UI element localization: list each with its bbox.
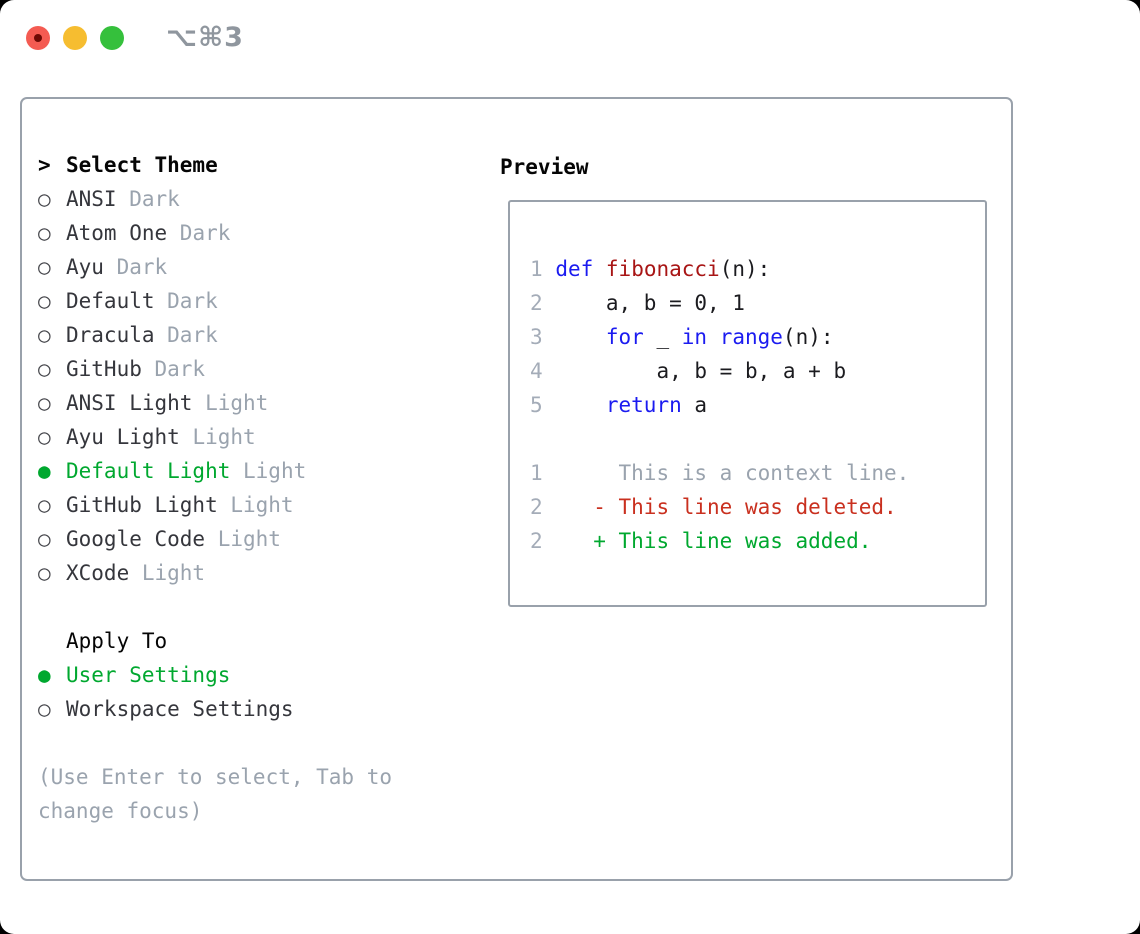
- radio-icon: ○: [38, 425, 51, 449]
- preview-title: Preview: [500, 155, 589, 179]
- code-line: 1 def fibonacci(n):: [530, 257, 771, 281]
- radio-icon: ○: [38, 697, 51, 721]
- theme-variant-tag: Dark: [154, 323, 218, 347]
- code-line: [530, 422, 909, 456]
- theme-variant-tag: Light: [179, 425, 256, 449]
- select-theme-header: > Select Theme: [38, 148, 462, 182]
- hint-text: (Use Enter to select, Tab to change focu…: [38, 765, 393, 823]
- radio-icon: ○: [38, 527, 51, 551]
- option-label: GitHub Light: [66, 493, 218, 517]
- titlebar: ⌥⌘3: [0, 0, 1140, 76]
- theme-option[interactable]: ○ XCode Light: [38, 556, 462, 590]
- theme-option[interactable]: ○ GitHub Dark: [38, 352, 462, 386]
- radio-icon: ○: [38, 357, 51, 381]
- theme-option[interactable]: ● Default Light Light: [38, 454, 462, 488]
- radio-icon: ○: [38, 323, 51, 347]
- apply-to-options: ● User Settings ○ Workspace Settings: [38, 658, 462, 726]
- option-label: GitHub: [66, 357, 142, 381]
- preview-box: 1 def fibonacci(n): 2 a, b = 0, 1 3 for _ …: [508, 200, 987, 607]
- prompt-icon: >: [38, 153, 51, 177]
- code-preview: 1 def fibonacci(n): 2 a, b = 0, 1 3 for _ …: [530, 252, 909, 558]
- option-label: Workspace Settings: [66, 697, 294, 721]
- theme-option[interactable]: ○ Ayu Dark: [38, 250, 462, 284]
- minimize-button[interactable]: [63, 26, 87, 50]
- radio-icon: ○: [38, 561, 51, 585]
- option-label: XCode: [66, 561, 130, 585]
- radio-selected-icon: ●: [38, 459, 51, 483]
- theme-option[interactable]: ○ Google Code Light: [38, 522, 462, 556]
- theme-variant-tag: Dark: [167, 221, 231, 245]
- theme-variant-tag: Dark: [103, 255, 168, 279]
- apply-to-header: Apply To: [38, 624, 462, 658]
- option-label: Ayu: [66, 255, 104, 279]
- radio-icon: ○: [38, 493, 51, 517]
- radio-selected-icon: ●: [38, 663, 51, 687]
- code-line: 2 - This line was deleted.: [530, 495, 897, 519]
- theme-option[interactable]: ○ ANSI Light Light: [38, 386, 462, 420]
- option-label: Google Code: [66, 527, 206, 551]
- option-label: Default Light: [66, 459, 231, 483]
- window-title: ⌥⌘3: [166, 22, 244, 53]
- theme-variant-tag: Dark: [116, 187, 180, 211]
- radio-icon: ○: [38, 187, 51, 211]
- option-label: ANSI: [66, 187, 117, 211]
- radio-icon: ○: [38, 221, 51, 245]
- option-label: ANSI Light: [66, 391, 193, 415]
- radio-icon: ○: [38, 391, 51, 415]
- code-line: 4 a, b = b, a + b: [530, 359, 847, 383]
- option-label: Dracula: [66, 323, 155, 347]
- option-label: User Settings: [66, 663, 231, 687]
- code-line: 3 for _ in range(n):: [530, 325, 834, 349]
- radio-icon: ○: [38, 255, 51, 279]
- close-button[interactable]: [26, 26, 50, 50]
- apply-to-option[interactable]: ○ Workspace Settings: [38, 692, 462, 726]
- theme-variant-tag: Light: [205, 527, 281, 551]
- code-line: 2 + This line was added.: [530, 529, 872, 553]
- spacer: [38, 590, 462, 624]
- theme-variant-tag: Dark: [154, 289, 218, 313]
- theme-variant-tag: Light: [217, 493, 294, 517]
- spacer: [38, 726, 462, 760]
- select-theme-title: Select Theme: [66, 153, 218, 177]
- theme-variant-tag: Light: [230, 459, 307, 483]
- apply-to-option[interactable]: ● User Settings: [38, 658, 462, 692]
- option-label: Default: [66, 289, 155, 313]
- theme-options: ○ ANSI Dark ○ Atom One Dark ○ Ayu Dark ○ Defaul…: [38, 182, 462, 590]
- theme-variant-tag: Light: [192, 391, 269, 415]
- theme-list: > Select Theme ○ANSI Dark○Atom One Dark○…: [38, 148, 462, 828]
- radio-icon: ○: [38, 289, 51, 313]
- theme-option[interactable]: ○ Default Dark: [38, 284, 462, 318]
- close-dot-icon: [34, 34, 42, 42]
- theme-option[interactable]: ○ ANSI Dark: [38, 182, 462, 216]
- option-label: Atom One: [66, 221, 168, 245]
- zoom-button[interactable]: [100, 26, 124, 50]
- theme-option[interactable]: ○ Dracula Dark: [38, 318, 462, 352]
- theme-variant-tag: Light: [129, 561, 206, 585]
- option-label: Ayu Light: [66, 425, 180, 449]
- theme-option[interactable]: ○ GitHub Light Light: [38, 488, 462, 522]
- apply-to-title: Apply To: [66, 629, 168, 653]
- apply-to-indent: [38, 624, 66, 658]
- code-line: 5 return a: [530, 393, 708, 417]
- code-line: 2 a, b = 0, 1: [530, 291, 745, 315]
- theme-option[interactable]: ○ Atom One Dark: [38, 216, 462, 250]
- code-line: 1 This is a context line.: [530, 461, 910, 485]
- theme-option[interactable]: ○ Ayu Light Light: [38, 420, 462, 454]
- theme-variant-tag: Dark: [141, 357, 206, 381]
